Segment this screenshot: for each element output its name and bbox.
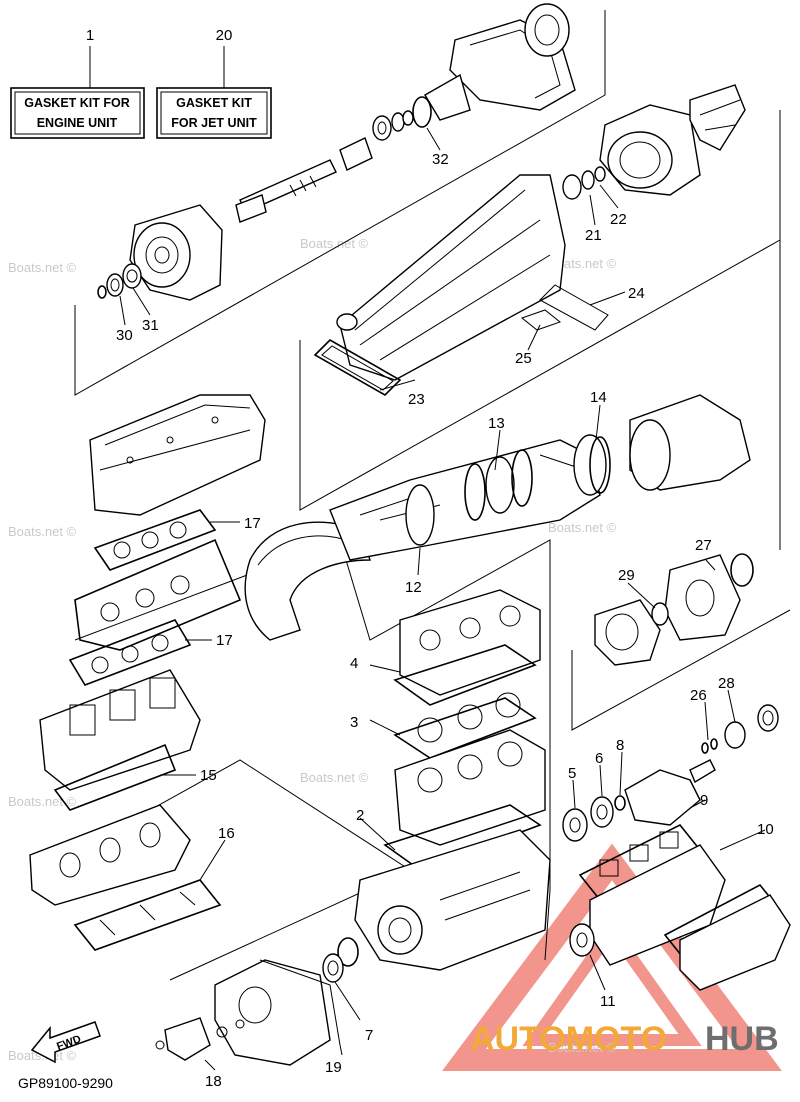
drawing-code: GP89100-9290 (18, 1075, 113, 1091)
jet-duct-assembly (313, 174, 609, 396)
box-label-line: ENGINE UNIT (37, 116, 118, 130)
callout-number: 17 (244, 515, 261, 532)
callout-number: 30 (116, 327, 133, 344)
watermark: Boats.net © (548, 1040, 617, 1055)
callout-number: 1 (86, 27, 94, 44)
callout-number: 18 (205, 1073, 222, 1090)
watermark: Boats.net © (8, 260, 77, 275)
callout-number: 26 (690, 687, 707, 704)
head-gaskets (68, 509, 242, 686)
callout-number: 2 (356, 807, 364, 824)
callout-number: 14 (590, 389, 607, 406)
watermark: Boats.net © (548, 256, 617, 271)
callout-number: 10 (757, 821, 774, 838)
callout-number: 19 (325, 1059, 342, 1076)
callout-number: 32 (432, 151, 449, 168)
leader-lines (119, 127, 766, 1071)
watermark: Boats.net © (548, 520, 617, 535)
engine-block (354, 589, 551, 971)
box-label-line: FOR JET UNIT (171, 116, 257, 130)
callout-number: 17 (216, 632, 233, 649)
callout-number: 24 (628, 285, 645, 302)
intake-assembly (29, 669, 222, 951)
callout-number: 6 (595, 750, 603, 767)
callout-number: 12 (405, 579, 422, 596)
cylinder-head-cover (89, 394, 266, 516)
callout-number: 31 (142, 317, 159, 334)
watermark: Boats.net © (8, 524, 77, 539)
exhaust-assembly (244, 394, 751, 641)
callout-number: 5 (568, 765, 576, 782)
callout-number: 3 (350, 714, 358, 731)
jet-pump-assembly (97, 3, 746, 301)
forward-arrow-icon: FWD (30, 1021, 101, 1064)
callout-number: 22 (610, 211, 627, 228)
callout-number: 16 (218, 825, 235, 842)
callout-number: 7 (365, 1027, 373, 1044)
callout-number: 15 (200, 767, 217, 784)
callout-number: 20 (216, 27, 233, 44)
callout-number: 23 (408, 391, 425, 408)
label-box-engine-kit: GASKET KIT FOR ENGINE UNIT 1 (10, 27, 145, 139)
box-label-line: GASKET KIT (176, 96, 252, 110)
callout-number: 28 (718, 675, 735, 692)
watermark: Boats.net © (300, 770, 369, 785)
watermark: Boats.net © (300, 236, 369, 251)
logo-text-automoto: AUTOMOTO (470, 1020, 667, 1058)
drive-assembly (562, 553, 779, 842)
magneto-assembly (155, 937, 359, 1066)
callout-number: 21 (585, 227, 602, 244)
callout-number: 29 (618, 567, 635, 584)
callout-number: 9 (700, 792, 708, 809)
label-box-jet-kit: GASKET KIT FOR JET UNIT 20 (156, 27, 272, 139)
automotohub-logo: AUTOMOTO HUB (470, 1020, 779, 1058)
callout-numbers: 2 3 4 5 6 7 8 9 10 11 12 13 14 15 16 17 … (116, 151, 774, 1090)
exhaust-manifold (569, 823, 791, 991)
callout-number: 27 (695, 537, 712, 554)
logo-text-hub: HUB (705, 1020, 779, 1058)
callout-number: 4 (350, 655, 358, 672)
callout-number: 8 (616, 737, 624, 754)
callout-number: 13 (488, 415, 505, 432)
callout-number: 11 (600, 993, 616, 1010)
watermark: Boats.net © (8, 794, 77, 809)
callout-number: 25 (515, 350, 532, 367)
box-label-line: GASKET KIT FOR (24, 96, 130, 110)
